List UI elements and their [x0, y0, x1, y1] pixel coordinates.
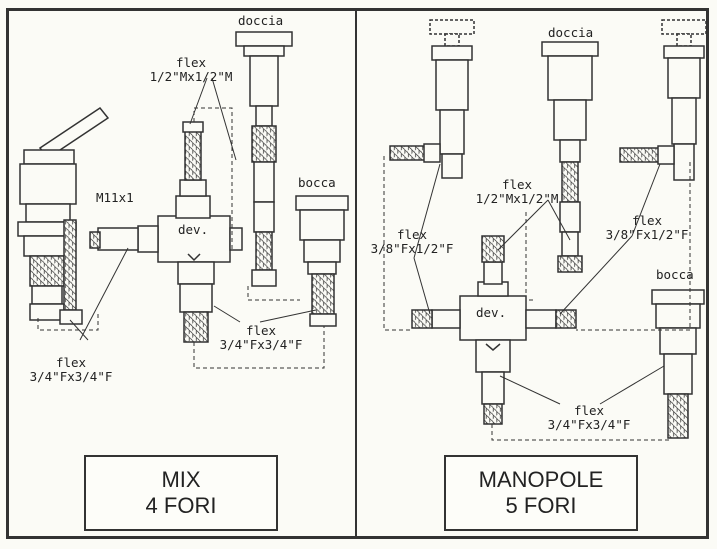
left-box-line1: MIX — [161, 467, 201, 492]
left-flex-right-line2: 3/4"Fx3/4"F — [219, 337, 303, 352]
right-diverter-body — [459, 295, 527, 341]
right-box-line1: MANOPOLE — [478, 467, 604, 492]
right-flex-bottom-line2: 3/4"Fx3/4"F — [547, 417, 631, 432]
right-bocca-label: bocca — [656, 267, 694, 282]
left-dev-label: dev. — [178, 222, 209, 237]
right-flex-left-label: flex 3/8"Fx1/2"F — [360, 228, 464, 256]
left-doccia-cap — [235, 31, 293, 47]
left-flex-left-line2: 3/4"Fx3/4"F — [29, 369, 113, 384]
right-doccia-label: doccia — [548, 25, 594, 40]
mixer-body — [19, 163, 77, 205]
right-flex-left-line2: 3/8"Fx1/2"F — [370, 241, 454, 256]
left-flex-right-line1: flex — [245, 323, 277, 338]
m11-hose — [63, 219, 77, 311]
left-flex-left-line1: flex — [55, 355, 87, 370]
left-flex-top-label: flex 1/2"Mx1/2"M — [126, 56, 256, 84]
left-box-line2: 4 FORI — [145, 493, 217, 518]
right-bocca-cap — [651, 289, 705, 305]
left-flex-right-label: flex 3/4"Fx3/4"F — [196, 324, 326, 352]
diagram-frame — [6, 8, 709, 539]
diverter-body — [157, 215, 231, 263]
panel-divider — [355, 10, 357, 538]
right-flex-center-line2: 1/2"Mx1/2"M — [475, 191, 559, 206]
right-flex-right-line2: 3/8"Fx1/2"F — [605, 227, 689, 242]
left-m11-label: M11x1 — [96, 190, 134, 205]
right-box-line2: 5 FORI — [505, 493, 577, 518]
right-flex-left-line1: flex — [396, 227, 428, 242]
right-flex-right-label: flex 3/8"Fx1/2"F — [594, 214, 700, 242]
right-doccia-cap — [541, 41, 599, 57]
right-flex-bottom-line1: flex — [573, 403, 605, 418]
left-bocca-cap — [295, 195, 349, 211]
right-flex-center-line1: flex — [501, 177, 533, 192]
left-panel-title-box: MIX 4 FORI — [84, 455, 278, 531]
right-dev-label: dev. — [476, 305, 507, 320]
left-bocca-label: bocca — [298, 175, 336, 190]
mixer-body-top — [23, 149, 75, 165]
right-flex-bottom-label: flex 3/4"Fx3/4"F — [524, 404, 654, 432]
right-flex-right-line1: flex — [631, 213, 663, 228]
left-doccia-label: doccia — [238, 13, 284, 28]
left-flex-top-line2: 1/2"Mx1/2"M — [149, 69, 233, 84]
right-panel-title-box: MANOPOLE 5 FORI — [444, 455, 638, 531]
right-flex-center-label: flex 1/2"Mx1/2"M — [452, 178, 582, 206]
left-flex-left-label: flex 3/4"Fx3/4"F — [16, 356, 126, 384]
left-flex-top-line1: flex — [175, 55, 207, 70]
